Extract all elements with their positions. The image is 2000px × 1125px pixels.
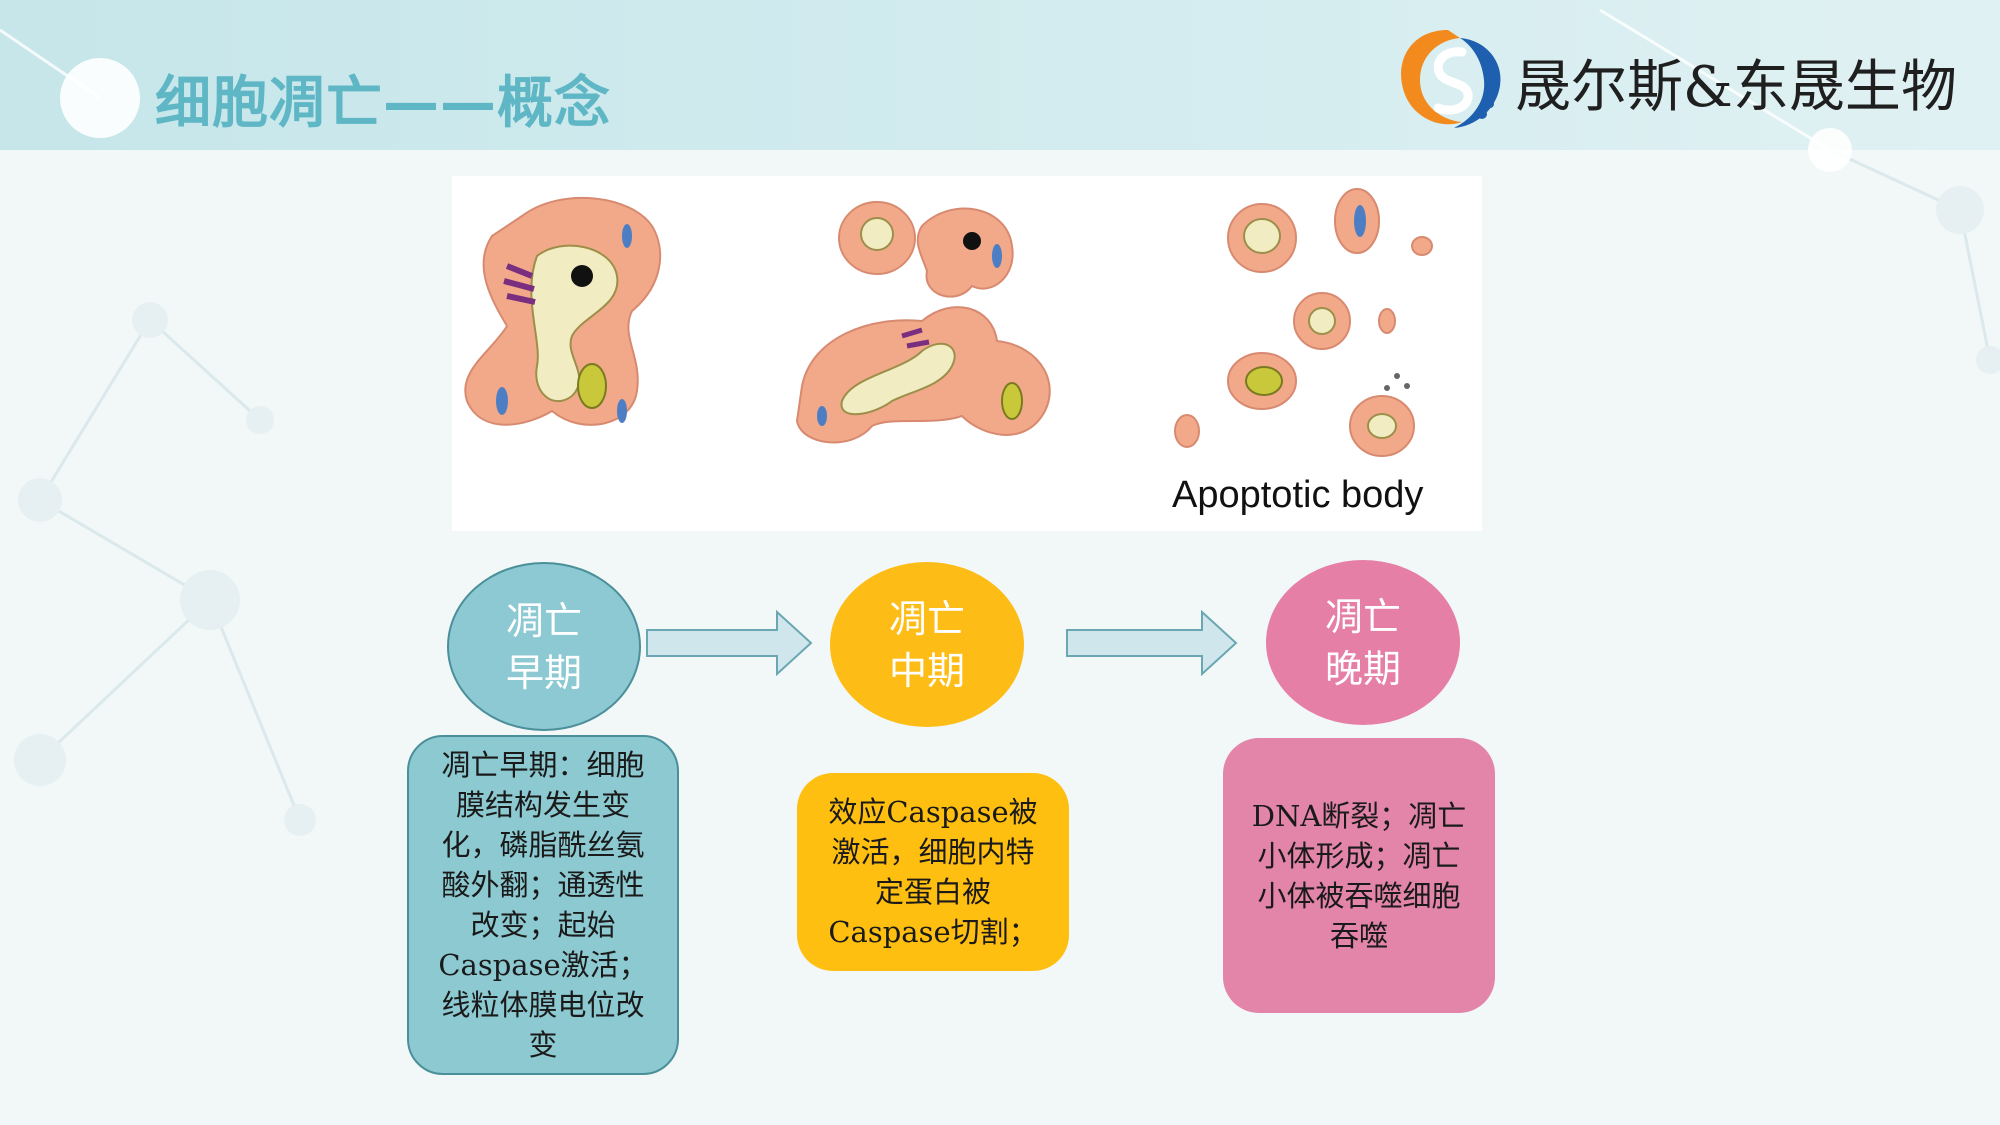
stage-early-line2: 早期 bbox=[505, 650, 582, 695]
company-logo-icon bbox=[1401, 30, 1501, 128]
stage-late-circle: 凋亡 晚期 bbox=[1266, 560, 1460, 725]
stage-late-line1: 凋亡 bbox=[1324, 594, 1401, 639]
stage-late-line2: 晚期 bbox=[1324, 646, 1401, 691]
early-stage-description: 凋亡早期：细胞膜结构发生变化，磷脂酰丝氨酸外翻；通透性改变；起始Caspase激… bbox=[407, 735, 679, 1075]
apoptosis-illustration: Apoptotic body bbox=[452, 176, 1482, 531]
brand-name: 晟尔斯&东晟生物 bbox=[1515, 55, 1957, 120]
apoptosis-cells-drawing bbox=[464, 188, 1433, 457]
middle-stage-text: 效应Caspase被激活，细胞内特定蛋白被Caspase切割； bbox=[828, 795, 1038, 949]
early-stage-cell bbox=[464, 196, 662, 426]
middle-stage-description: 效应Caspase被激活，细胞内特定蛋白被Caspase切割； bbox=[797, 773, 1069, 971]
right-arrow-icon bbox=[1066, 610, 1238, 676]
early-stage-text: 凋亡早期：细胞膜结构发生变化，磷脂酰丝氨酸外翻；通透性改变；起始Caspase激… bbox=[438, 748, 648, 1062]
stage-early-circle: 凋亡 早期 bbox=[447, 562, 641, 731]
late-stage-text: DNA断裂；凋亡小体形成；凋亡小体被吞噬细胞吞噬 bbox=[1251, 798, 1467, 953]
right-arrow-icon bbox=[646, 610, 813, 676]
stage-middle-line2: 中期 bbox=[888, 648, 965, 693]
stage-early-line1: 凋亡 bbox=[505, 598, 582, 643]
middle-stage-cells bbox=[795, 201, 1051, 444]
stage-middle-line1: 凋亡 bbox=[888, 596, 965, 641]
apoptotic-body-caption: Apoptotic body bbox=[1172, 474, 1424, 516]
stage-middle-circle: 凋亡 中期 bbox=[830, 562, 1024, 727]
late-stage-apoptotic-bodies bbox=[1174, 188, 1433, 457]
page-title: 细胞凋亡——概念 bbox=[155, 71, 611, 136]
late-stage-description: DNA断裂；凋亡小体形成；凋亡小体被吞噬细胞吞噬 bbox=[1223, 738, 1495, 1013]
